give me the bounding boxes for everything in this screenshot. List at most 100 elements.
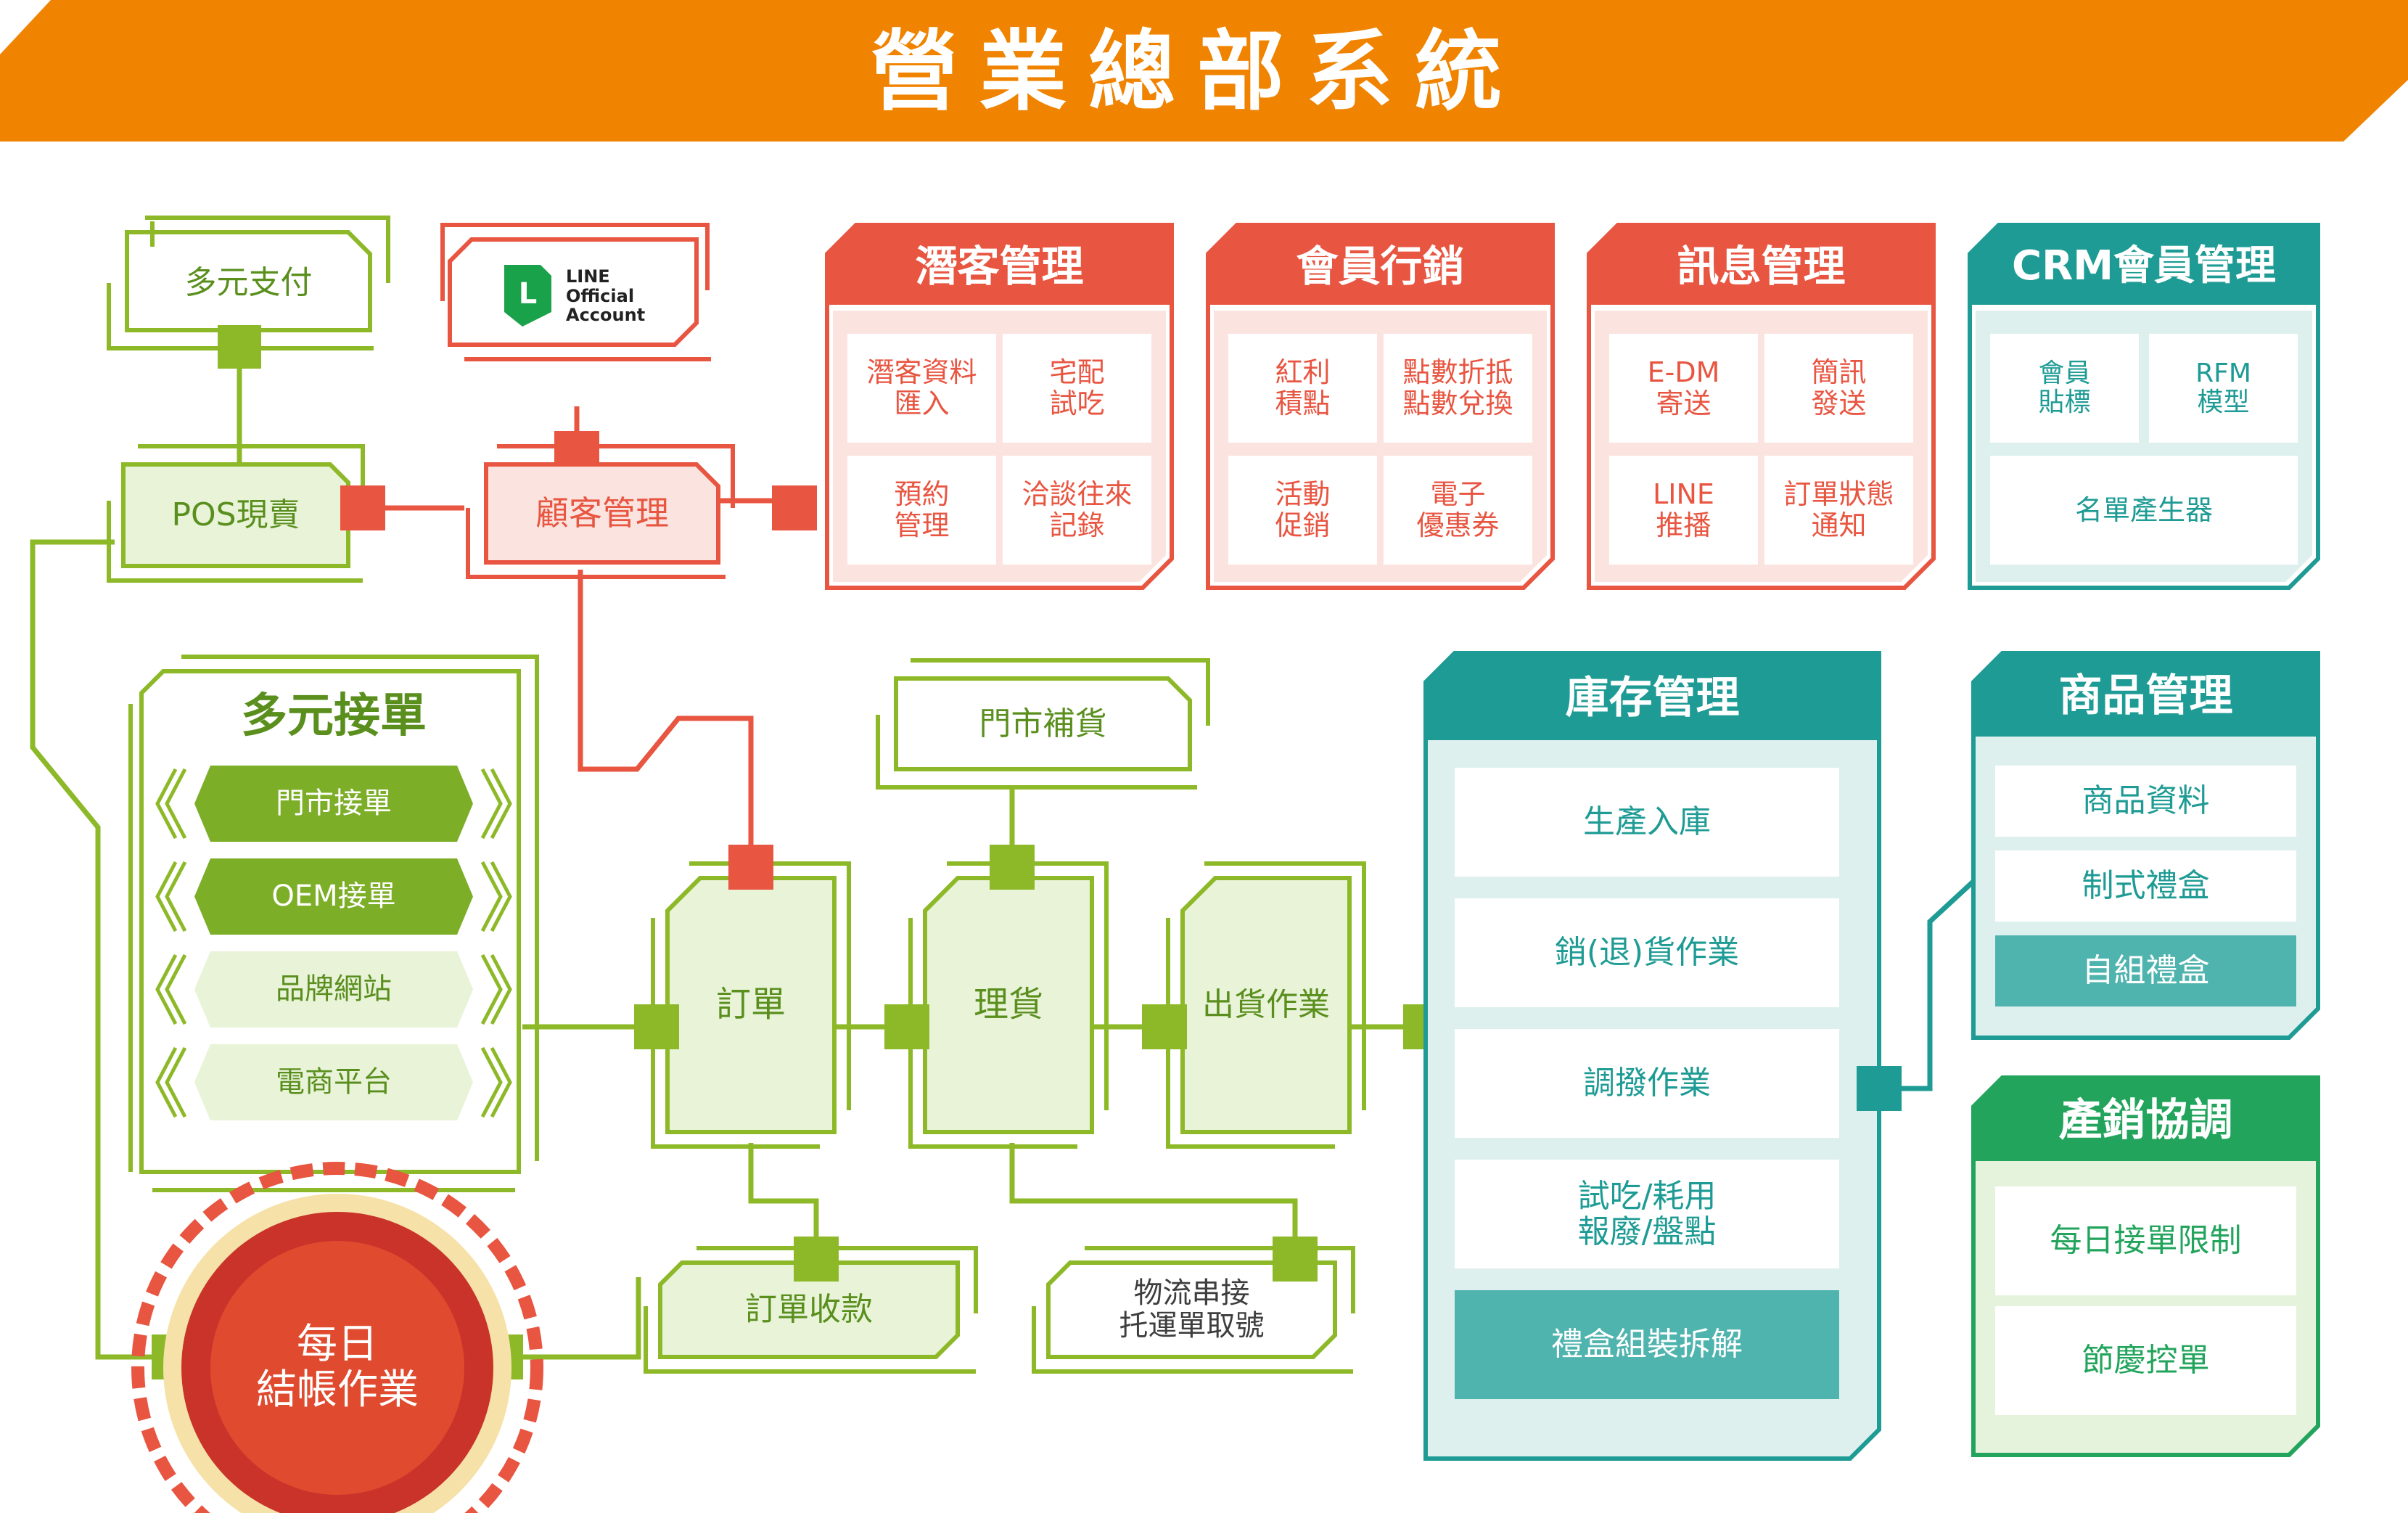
inventory-item-label: 試吃/耗用 報廢/盤點 bbox=[1577, 1177, 1717, 1250]
red-module-header bbox=[1208, 225, 1553, 305]
connector-line bbox=[1032, 1246, 1355, 1374]
daily-close-inner bbox=[210, 1241, 464, 1495]
red-module-cell bbox=[847, 334, 996, 443]
crm-title: CRM會員管理 bbox=[2012, 242, 2276, 290]
order-channel-tag bbox=[194, 1044, 473, 1120]
chevron-icon bbox=[155, 861, 512, 932]
prod-sales-item-label: 節慶控單 bbox=[2082, 1342, 2210, 1379]
inventory-item bbox=[1455, 1160, 1839, 1268]
prod-sales-item-label: 每日接單限制 bbox=[2050, 1222, 2242, 1260]
crm-wide-cell bbox=[1990, 456, 2298, 565]
red-module-cell-label: 洽談往來 記錄 bbox=[1022, 478, 1133, 541]
multi-payment-label: 多元支付 bbox=[184, 264, 313, 302]
red-module-cell-label: 電子 優惠券 bbox=[1416, 478, 1500, 541]
connector-line bbox=[1879, 876, 1979, 1091]
red-module-header bbox=[1589, 225, 1934, 305]
red-module-cell bbox=[1228, 456, 1377, 565]
order-channel-label: 電商平台 bbox=[276, 1065, 392, 1099]
red-module-cell-label: E-DM 寄送 bbox=[1647, 356, 1720, 419]
prod-sales-title: 產銷協調 bbox=[2058, 1095, 2233, 1147]
inventory-item-label: 銷(退)貨作業 bbox=[1554, 934, 1740, 972]
product-item bbox=[1995, 850, 2296, 922]
red-module-title: 會員行銷 bbox=[1296, 242, 1465, 292]
line-logo-letter: L bbox=[518, 276, 538, 311]
order-channel-label: 門市接單 bbox=[276, 787, 392, 821]
red-module-cell bbox=[1764, 334, 1913, 443]
picking-shipping-node bbox=[1142, 1004, 1187, 1049]
inventory-item-label: 調撥作業 bbox=[1583, 1065, 1711, 1102]
order-payment-label: 訂單收款 bbox=[745, 1291, 873, 1329]
channel-order-node bbox=[634, 1004, 679, 1049]
line-official-account-text: LINE Official Account bbox=[566, 266, 646, 326]
connector-line bbox=[128, 655, 539, 1192]
red-module-cell bbox=[1764, 456, 1913, 565]
shipping-box bbox=[1180, 876, 1352, 1134]
red-module-title: 訊息管理 bbox=[1677, 242, 1846, 292]
chevron-icon bbox=[155, 1046, 512, 1118]
prod-sales-header bbox=[1973, 1078, 2318, 1161]
shipping-label: 出貨作業 bbox=[1202, 986, 1330, 1024]
red-module-header bbox=[827, 225, 1172, 305]
prod-sales-item bbox=[1995, 1186, 2296, 1295]
order-channel-label: OEM接單 bbox=[271, 879, 396, 914]
crm-cell-label: RFM 模型 bbox=[2195, 358, 2251, 417]
connector-line bbox=[440, 223, 711, 361]
connector-line bbox=[876, 658, 1210, 790]
customer-order-node bbox=[728, 845, 773, 890]
picking-box bbox=[923, 876, 1094, 1134]
red-module-cell-label: 宅配 試吃 bbox=[1049, 356, 1105, 419]
inventory-item-label: 禮盒組裝拆解 bbox=[1551, 1326, 1743, 1364]
order-channel-tag bbox=[194, 766, 473, 842]
red-module-cell-label: 預約 管理 bbox=[894, 478, 950, 541]
store-restock-label: 門市補貨 bbox=[979, 705, 1107, 742]
crm-header bbox=[1970, 225, 2318, 305]
red-module-cell-label: 活動 促銷 bbox=[1275, 478, 1331, 541]
connector-line bbox=[466, 444, 735, 579]
daily-close-label: 每日 結帳作業 bbox=[256, 1321, 419, 1414]
red-module-cell bbox=[847, 456, 996, 565]
red-module-cell bbox=[1003, 456, 1151, 565]
connector-line bbox=[644, 1246, 978, 1374]
red-module-cell-label: 訂單狀態 通知 bbox=[1783, 478, 1894, 541]
red-module-cell bbox=[1228, 334, 1377, 443]
inventory-title: 庫存管理 bbox=[1565, 672, 1740, 723]
red-module-cell bbox=[1384, 456, 1532, 565]
red-module-cell bbox=[1609, 334, 1758, 443]
connector-line bbox=[107, 216, 390, 350]
picking-label: 理貨 bbox=[973, 984, 1043, 1025]
payment-box bbox=[125, 230, 372, 332]
daily-close-ring bbox=[131, 1162, 543, 1513]
red-module-cell bbox=[1003, 334, 1151, 443]
product-item bbox=[1995, 935, 2296, 1006]
connector-line bbox=[748, 1143, 819, 1259]
order-box bbox=[665, 876, 837, 1134]
red-module-cell-label: 潛客資料 匯入 bbox=[866, 356, 977, 419]
order-payment-node bbox=[794, 1237, 839, 1282]
customer-mgmt-label: 顧客管理 bbox=[535, 493, 669, 533]
restock-box bbox=[894, 676, 1192, 771]
order-channel-tag bbox=[194, 858, 473, 935]
order-channel-label: 品牌網站 bbox=[276, 972, 392, 1006]
connector-line bbox=[1009, 1143, 1298, 1259]
picking-logistics-node bbox=[1273, 1237, 1318, 1282]
chevron-icon bbox=[155, 768, 512, 840]
inventory-header bbox=[1426, 653, 1879, 740]
product-item-label: 制式禮盒 bbox=[2082, 867, 2210, 905]
product-header bbox=[1973, 653, 2318, 737]
product-item-label: 自組禮盒 bbox=[2082, 952, 2210, 990]
line-logo-icon bbox=[504, 265, 551, 327]
crm-cell bbox=[2149, 334, 2298, 443]
customer-mgmt-box bbox=[484, 462, 720, 565]
red-module-cell bbox=[1609, 456, 1758, 565]
pos-sale-label: POS現賣 bbox=[171, 496, 300, 534]
prod-sales-item bbox=[1995, 1306, 2296, 1415]
payment-node bbox=[218, 325, 261, 369]
connector-line bbox=[578, 570, 754, 871]
product-item-label: 商品資料 bbox=[2082, 782, 2210, 820]
customer-module-node bbox=[772, 485, 817, 530]
red-module-title: 潛客管理 bbox=[915, 242, 1084, 292]
pos-customer-node bbox=[340, 485, 385, 530]
red-module-cell bbox=[1384, 334, 1532, 443]
